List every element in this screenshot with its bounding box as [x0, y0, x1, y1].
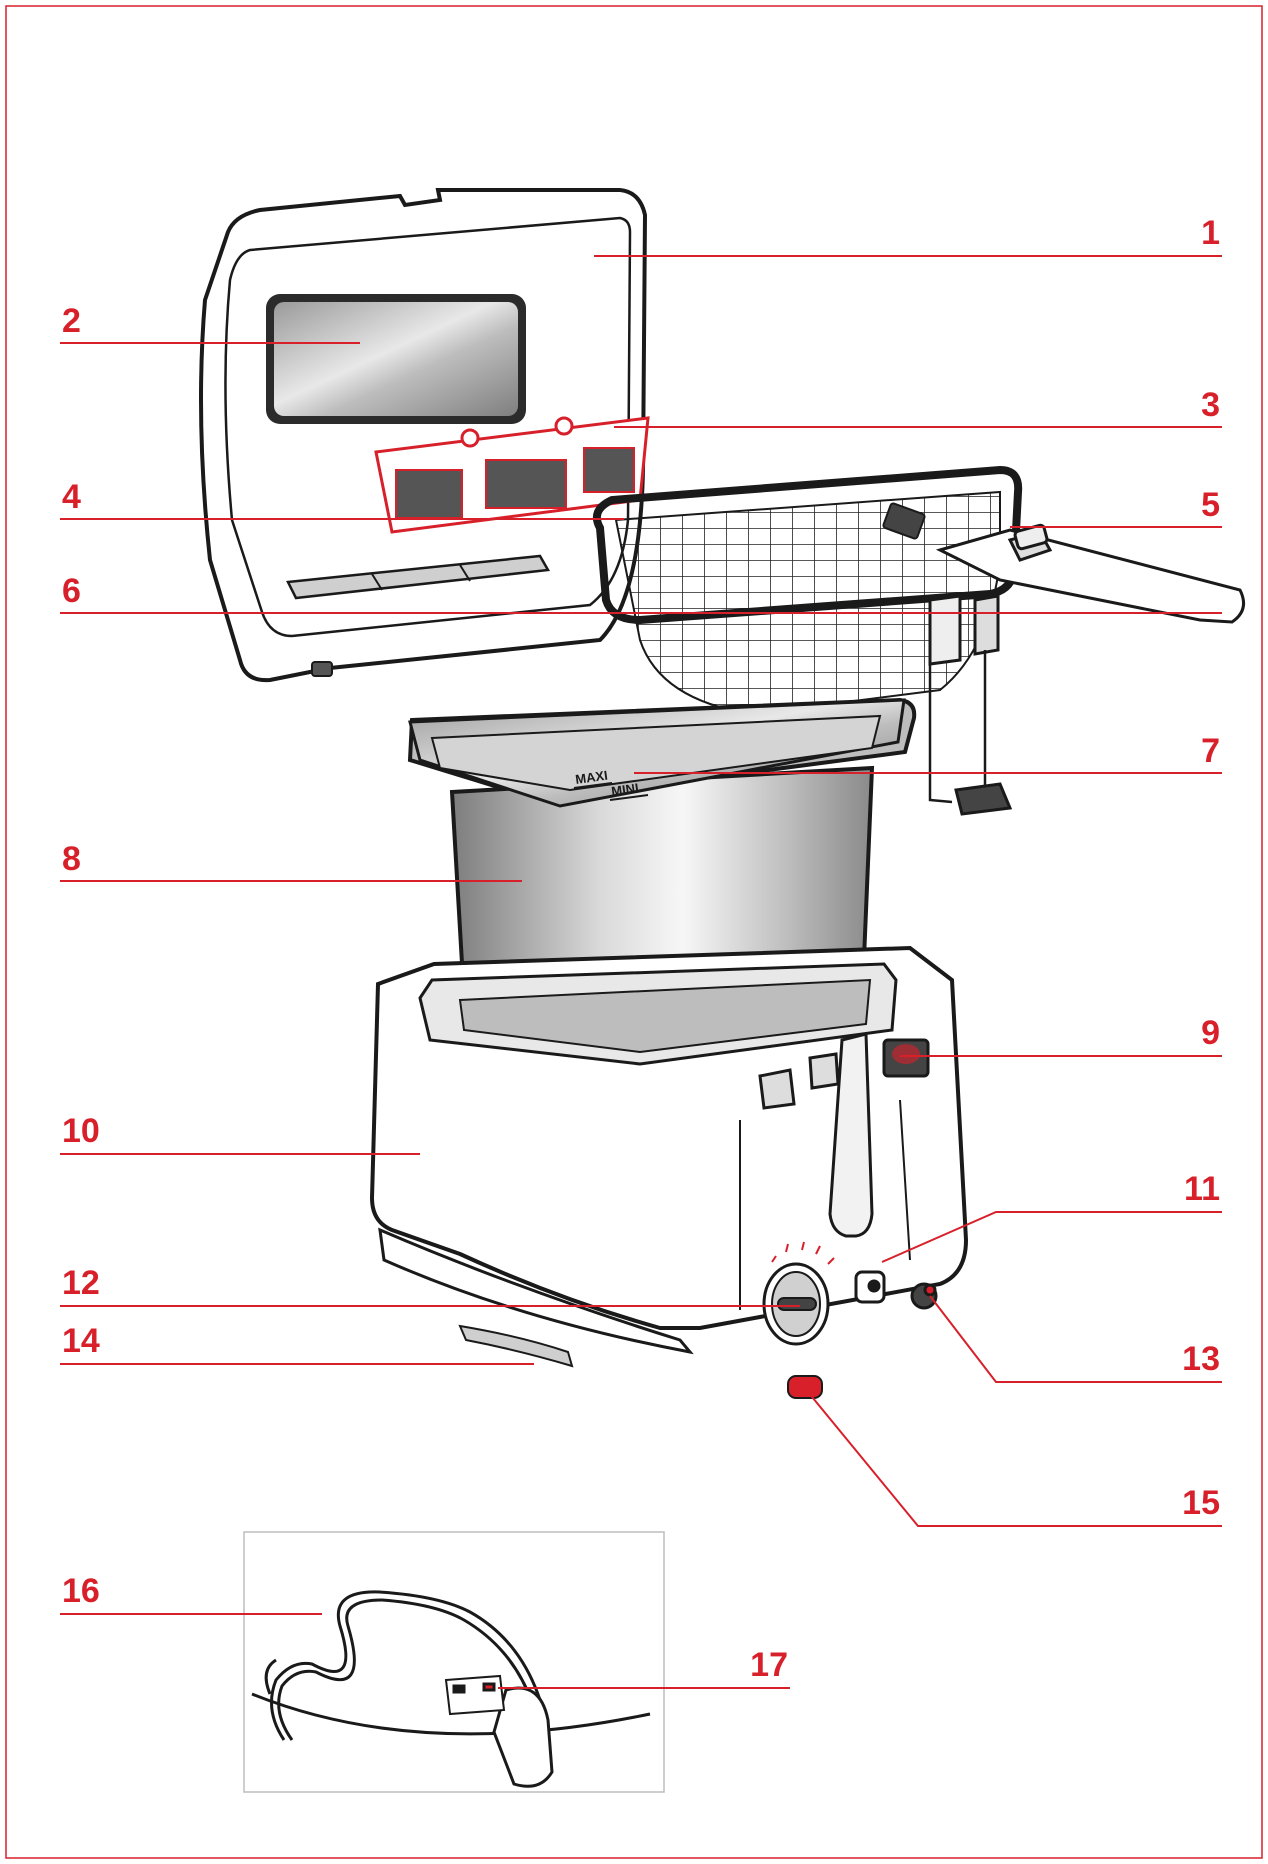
callout-numbers: 1 2 3 4 5 6 7 8 9 10 11 12 13 14 15 16 1… [62, 214, 1220, 1684]
filter-cassette [374, 416, 650, 534]
lid-open-button [882, 1038, 930, 1078]
lid-hinge [311, 661, 333, 677]
cord-inset [243, 1531, 665, 1793]
leader-11 [881, 1211, 1222, 1263]
callout-lines [60, 255, 1222, 1689]
lid-window [266, 294, 526, 424]
base-grip [458, 1324, 574, 1368]
callout-3: 3 [1201, 386, 1220, 424]
callout-1: 1 [1201, 214, 1220, 252]
callout-9: 9 [1201, 1014, 1220, 1052]
callout-10: 10 [62, 1112, 100, 1150]
callout-2: 2 [62, 302, 81, 340]
callout-16: 16 [62, 1572, 100, 1610]
basket-handle [928, 523, 1246, 816]
callout-13: 13 [1182, 1340, 1220, 1378]
lid-vents [286, 554, 551, 600]
leader-13 [929, 1295, 1222, 1383]
fryer-housing [369, 945, 969, 1355]
front-handle-slot [758, 1032, 874, 1238]
callout-6: 6 [62, 572, 81, 610]
callout-4: 4 [62, 478, 81, 516]
callout-5: 5 [1201, 486, 1220, 524]
thermostat-dial [762, 1241, 835, 1346]
bowl-level-markings: MAXI MINI [573, 768, 649, 801]
callout-15: 15 [1182, 1484, 1220, 1522]
callout-14: 14 [62, 1322, 100, 1360]
dial-temperature-ticks [771, 1241, 835, 1265]
frying-basket [593, 465, 1023, 716]
power-indicator-light [787, 1375, 823, 1399]
page-border [5, 5, 1263, 1859]
callout-11: 11 [1184, 1170, 1220, 1208]
callout-12: 12 [62, 1264, 100, 1302]
cord-plug [444, 1674, 554, 1788]
leader-15 [807, 1391, 1222, 1527]
callout-7: 7 [1201, 732, 1220, 770]
cord-socket-indicator [854, 1270, 886, 1304]
power-socket [910, 1282, 938, 1310]
callout-17: 17 [750, 1646, 788, 1684]
power-cord [270, 1590, 542, 1741]
mini-mark: MINI [610, 780, 639, 799]
callout-8: 8 [62, 840, 81, 878]
maxi-mark: MAXI [574, 768, 608, 787]
